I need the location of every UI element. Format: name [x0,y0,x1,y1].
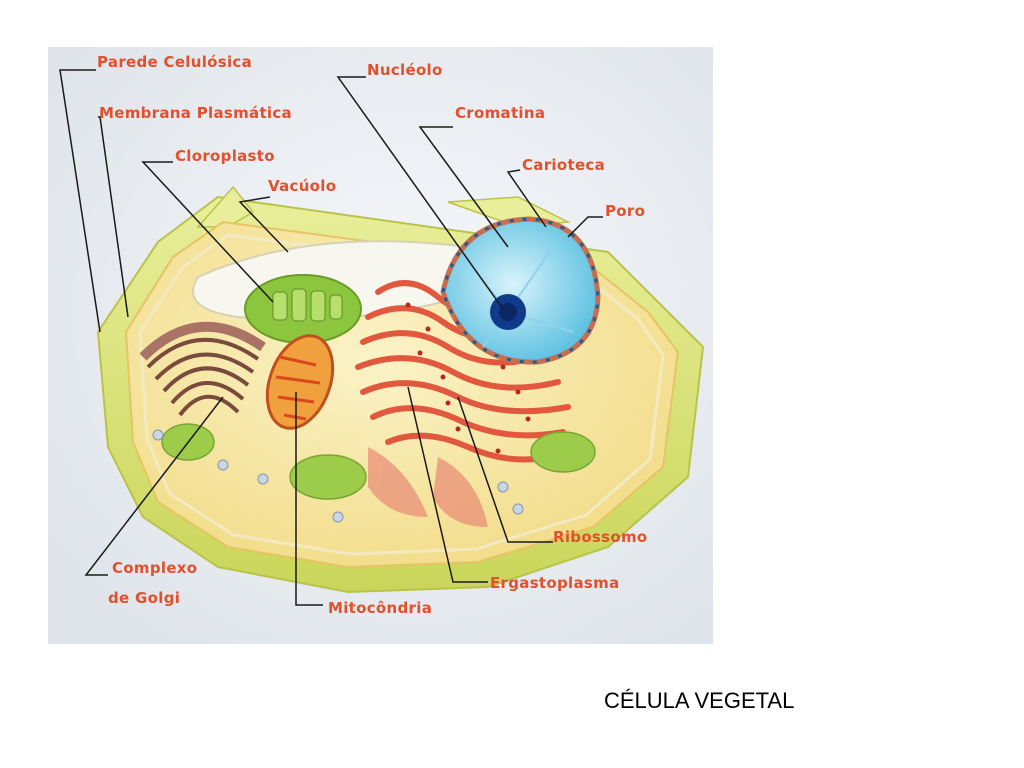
label-golgi-line2: de Golgi [108,589,181,607]
golgi-complex [139,321,266,417]
label-ribosome: Ribossomo [553,528,648,546]
label-ergastoplasm: Ergastoplasma [490,574,620,592]
label-chromatin: Cromatina [455,104,546,122]
label-mitochondrion: Mitocôndria [328,599,433,617]
mitochondrion [265,334,335,430]
label-cell-wall: Parede Celulósica [97,53,253,71]
lower-plastids [161,423,596,500]
label-chloroplast: Cloroplasto [175,147,275,165]
label-pore: Poro [605,202,646,220]
leader-lines [59,69,603,606]
label-vacuole: Vacúolo [268,177,337,195]
chloroplast [244,274,362,344]
label-nuclear-envelope: Carioteca [522,156,606,174]
label-plasma-membrane: Membrana Plasmática [99,104,292,122]
ergastoplasma-lower [368,447,488,527]
vesicles [152,429,524,523]
label-golgi-line1: Complexo [112,559,198,577]
slide-caption: CÉLULA VEGETAL [604,688,795,713]
plasma-membrane [138,233,665,556]
nucleus [440,216,601,365]
label-nucleolus: Nucléolo [367,61,443,79]
plant-cell-illustration [48,47,713,644]
